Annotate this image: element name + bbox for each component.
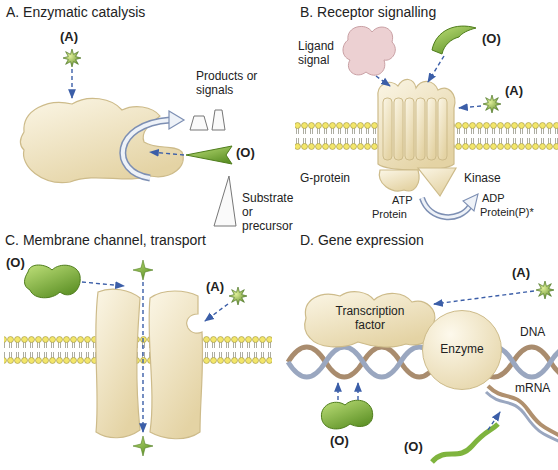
part-label: Substrate or precursor [242,192,300,233]
node-text: Enzyme [440,343,483,357]
agent-tag: (A) [505,84,523,99]
agent-star [483,95,501,113]
part-label: Protein(P)* [480,206,534,219]
receptor-helix [405,98,414,160]
dashed-arrow [205,304,228,321]
reaction-arrow [123,120,170,178]
panel-title: B. Receptor signalling [300,4,436,20]
agent-tag: (O) [6,256,25,271]
channel-half [149,291,203,439]
agent-star [229,287,247,305]
dashed-arrow [459,106,481,108]
product-shape [190,116,208,130]
agent-star [536,281,554,299]
substrate-shape [214,176,236,226]
reaction-arrowhead [463,194,478,211]
agent-tag: (A) [512,266,530,281]
part-label: mRNA [515,382,550,396]
panel-c-art [4,260,272,456]
part-label: Products or signals [196,70,258,98]
receptor-helix [383,98,392,160]
agent-tag: (O) [404,440,423,455]
dashed-arrow [488,412,500,430]
ligand-shape [343,26,395,75]
agent-star [63,49,81,67]
product-shape [212,110,225,130]
solute-star [133,436,153,456]
receptor-helix [416,98,425,160]
panel-title: C. Membrane channel, transport [5,232,206,248]
panel-b-art [295,26,558,217]
dashed-arrow [337,383,338,400]
dashed-arrow [376,76,390,86]
solute-star [133,260,153,280]
kinase-shape [418,168,456,196]
part-label: ATP [392,194,413,207]
dashed-arrow [150,152,184,155]
receptor-shape [378,79,455,170]
panel-d-art [288,281,558,462]
blob-outline [305,292,435,347]
part-label: G-protein [300,172,350,186]
part-label: DNA [520,326,545,340]
enzyme-shape [20,98,183,182]
dashed-arrow [142,282,143,432]
agent-tag: (O) [330,434,349,449]
part-label: ADP [482,192,505,205]
dashed-arrow [71,69,72,98]
dashed-arrow [82,282,124,286]
dashed-arrow [434,291,534,304]
enzyme-circle: Enzyme [422,310,502,390]
inhibitor-shape [25,265,81,298]
node-label: Enzyme [440,343,483,357]
part-label: Kinase [464,172,501,186]
node-label: Transcription factor [328,305,412,333]
receptor-helix [394,98,403,160]
receptor-helix [427,98,436,160]
channel-half [96,289,140,438]
agent-tag: (A) [206,280,224,295]
receptor-helix [438,98,447,160]
inhibitor-shape [432,26,476,54]
agent-tag: (O) [482,32,501,47]
inhibitor-shape [321,400,372,429]
g-protein-shape [379,170,419,191]
part-label: Ligand signal [298,40,342,68]
part-label: Protein [372,208,407,221]
transcription-factor: Transcription factor [300,288,440,350]
inhibitor-shape [186,146,232,164]
mrna-strand [486,392,558,442]
panel-title: D. Gene expression [300,232,424,248]
reaction-arrow [123,120,170,178]
panel-title: A. Enzymatic catalysis [6,4,145,20]
agent-tag: (O) [236,146,255,161]
dashed-arrow [357,383,358,400]
agent-tag: (A) [60,30,78,45]
node-text: Transcription factor [328,305,412,333]
reaction-arrowhead [169,111,184,129]
dashed-arrow [428,56,444,82]
